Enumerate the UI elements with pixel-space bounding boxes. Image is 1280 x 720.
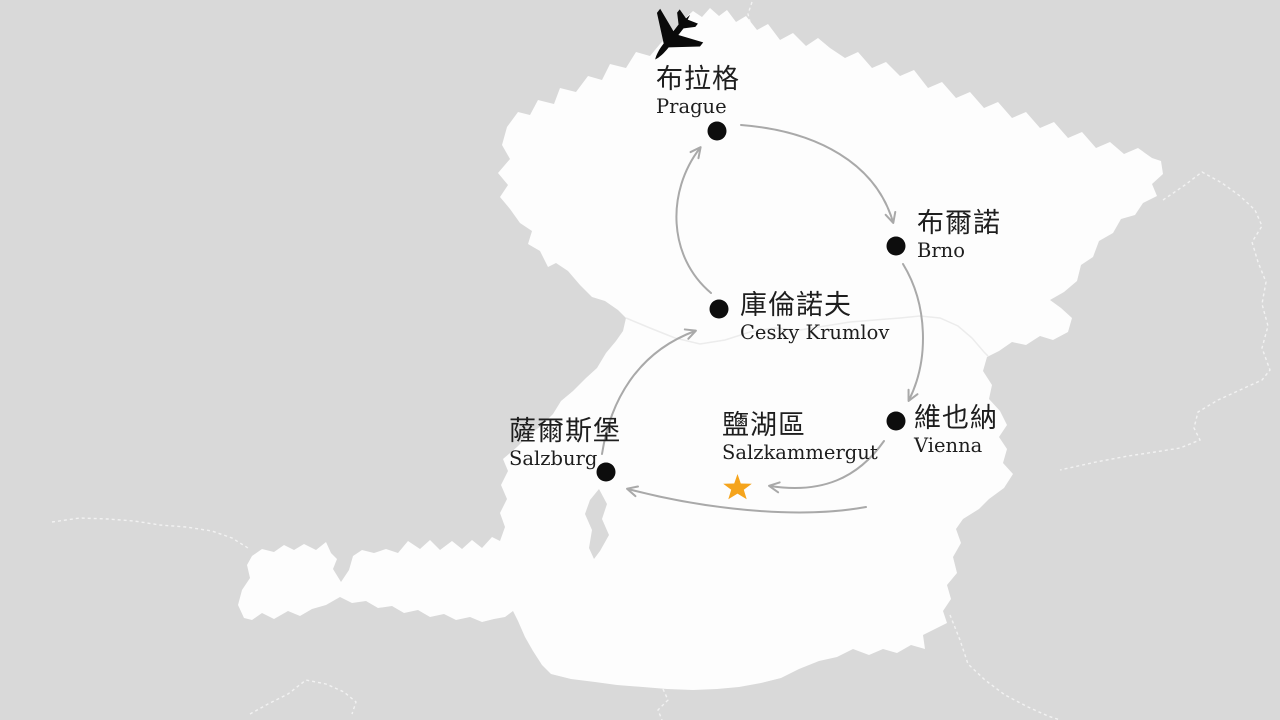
border-line-south (657, 688, 669, 720)
route-brno-vienna (902, 263, 924, 402)
dot-marker-brno (886, 236, 906, 256)
route-salzburg-cesky-krumlov (601, 328, 697, 455)
map-notch (585, 489, 609, 559)
stop-markers (596, 121, 906, 482)
dot-marker-prague (707, 121, 727, 141)
route-cesky-krumlov-prague (675, 146, 712, 294)
border-line-west (51, 517, 249, 549)
border-line-southeast (949, 614, 1061, 720)
route-salzkammergut-salzburg (626, 485, 867, 514)
route-prague-brno (740, 124, 897, 224)
route-arrows (601, 124, 924, 514)
dot-marker-vienna (886, 411, 906, 431)
internal-border (625, 315, 989, 357)
border-line-southwest (249, 679, 357, 715)
landmass-czech-austria (238, 8, 1163, 690)
route-vienna-salzkammergut (768, 440, 885, 494)
dot-marker-salzburg (596, 462, 616, 482)
neighbor-borders (51, 1, 1271, 720)
dot-marker-cesky-krumlov (709, 299, 729, 319)
airplane-icon (655, 8, 704, 60)
star-icon (723, 474, 752, 500)
border-line-east (1059, 171, 1271, 471)
